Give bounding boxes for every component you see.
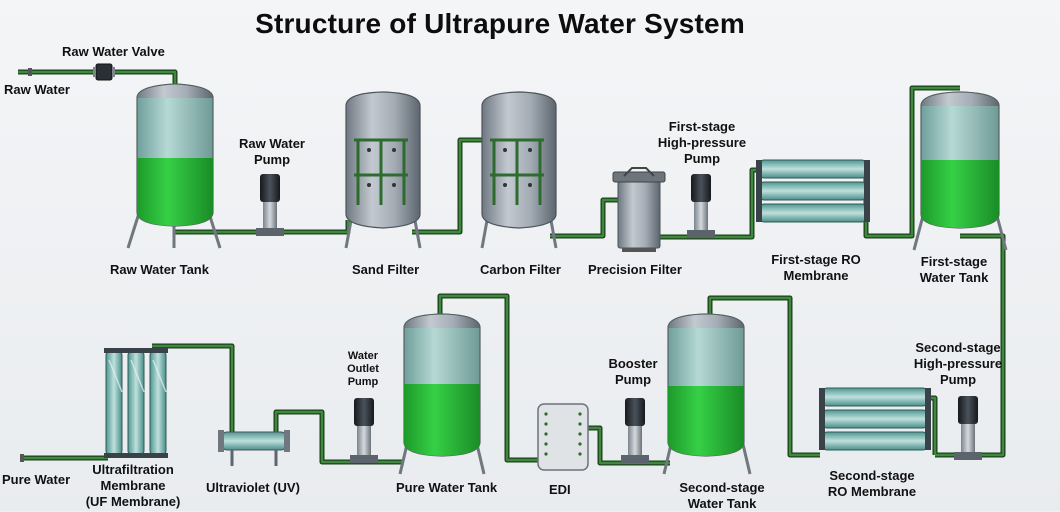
first-stage-hp-pump <box>687 174 715 238</box>
label-line: High-pressure <box>657 135 747 150</box>
edi-module <box>537 403 589 471</box>
label-line: Booster <box>608 356 658 371</box>
uf-membrane <box>104 348 168 458</box>
label-line: Water Tank <box>919 270 989 285</box>
ultraviolet-sterilizer <box>218 430 290 466</box>
first-stage-water-tank <box>912 91 1008 251</box>
pure-water-outlet <box>20 454 24 462</box>
label-line: First-stage <box>920 254 988 269</box>
label-pure-water: Pure Water <box>2 472 71 487</box>
label-second-stage-ro: Second-stage RO Membrane <box>818 468 926 500</box>
label-sand-filter: Sand Filter <box>352 262 420 277</box>
label-first-stage-ro: First-stage RO Membrane <box>762 252 870 284</box>
label-line: (UF Membrane) <box>85 494 181 509</box>
label-carbon-filter: Carbon Filter <box>480 262 561 277</box>
label-booster-pump: Booster Pump <box>600 356 666 388</box>
label-edi: EDI <box>549 482 571 497</box>
carbon-filter <box>480 91 558 249</box>
label-line: First-stage RO <box>771 252 861 267</box>
pure-water-tank <box>398 313 486 475</box>
label-line: Pump <box>939 372 977 387</box>
pipe-sand-to-carbon <box>412 137 488 235</box>
sand-filter <box>344 91 422 249</box>
label-line: Membrane <box>100 478 166 493</box>
raw-water-pump <box>256 174 284 236</box>
precision-filter <box>612 167 666 252</box>
label-line: Second-stage <box>915 340 1001 355</box>
label-first-stage-tank: First-stage Water Tank <box>908 254 1000 286</box>
diagram-title: Structure of Ultrapure Water System <box>255 8 745 39</box>
label-first-stage-hp-pump: First-stage High-pressure Pump <box>652 119 752 167</box>
pipe-carbon-to-precision <box>550 197 618 239</box>
label-line: Membrane <box>783 268 849 283</box>
label-precision-filter: Precision Filter <box>588 262 682 277</box>
water-outlet-pump <box>350 398 378 463</box>
label-line: Water Tank <box>687 496 757 511</box>
label-water-outlet-pump: Water Outlet Pump <box>336 350 390 389</box>
label-uf-membrane: Ultrafiltration Membrane (UF Membrane) <box>78 462 188 510</box>
label-second-stage-hp-pump: Second-stage High-pressure Pump <box>906 340 1010 388</box>
label-raw-water: Raw Water <box>4 82 70 97</box>
second-stage-water-tank <box>662 313 752 475</box>
second-stage-ro-membrane <box>819 387 931 451</box>
label-line: Second-stage <box>679 480 765 495</box>
label-pure-water-tank: Pure Water Tank <box>396 480 498 495</box>
raw-water-tank <box>126 83 222 249</box>
label-line: First-stage <box>668 119 736 134</box>
label-raw-water-pump: Raw Water Pump <box>232 136 312 168</box>
label-ultraviolet: Ultraviolet (UV) <box>206 480 300 495</box>
second-stage-hp-pump <box>954 396 982 460</box>
first-stage-ro-membrane <box>756 159 870 223</box>
label-raw-water-tank: Raw Water Tank <box>110 262 209 277</box>
label-line: High-pressure <box>913 356 1003 371</box>
label-line: RO Membrane <box>827 484 917 499</box>
label-line: Pump <box>347 376 379 388</box>
label-raw-water-valve: Raw Water Valve <box>62 44 165 59</box>
label-line: Pump <box>683 151 721 166</box>
label-line: Outlet <box>347 363 379 375</box>
label-line: Pump <box>614 372 652 387</box>
pipe-puretank-to-uv <box>273 409 404 465</box>
booster-pump <box>621 398 649 463</box>
label-line: Pump <box>253 152 291 167</box>
raw-water-valve <box>28 63 115 81</box>
label-line: Raw Water <box>239 136 305 151</box>
label-line: Ultrafiltration <box>92 462 174 477</box>
label-line: Second-stage <box>829 468 915 483</box>
label-line: Water <box>347 350 379 362</box>
label-second-stage-tank: Second-stage Water Tank <box>668 480 776 512</box>
